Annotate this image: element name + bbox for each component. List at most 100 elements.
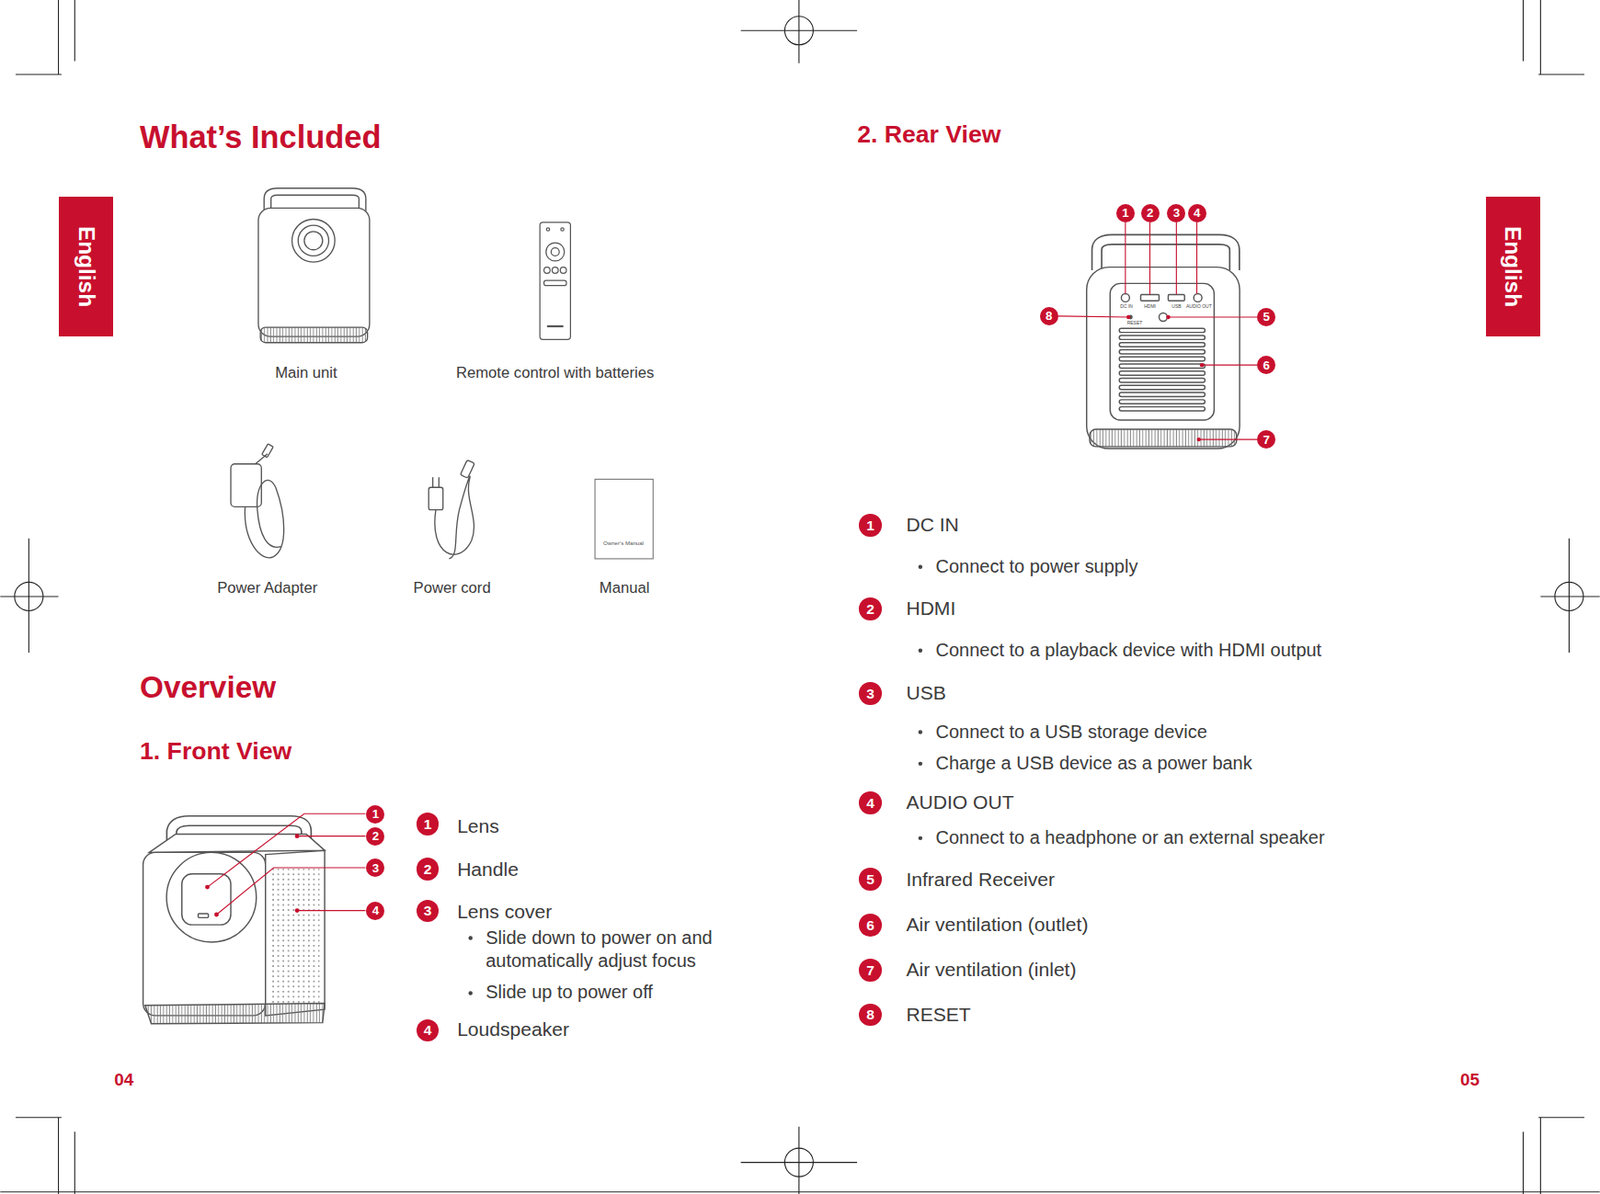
main-unit-drawing: [258, 192, 370, 343]
power-adapter-drawing-part: [262, 444, 274, 458]
crop-marks-part: [1522, 1131, 1524, 1194]
heading: 1. Front View: [139, 737, 292, 767]
rear-leader-lines-part: [1124, 222, 1126, 295]
label-text: Manual: [599, 579, 651, 598]
rear-view-drawing-part: [1089, 429, 1237, 447]
label-text: Remote control with batteries: [456, 364, 654, 383]
rear-view-drawing-part-part: [1119, 407, 1205, 412]
label-text: Loudspeaker: [457, 1017, 570, 1041]
callout-number: 3: [416, 900, 439, 923]
front-leader-lines-part: [206, 813, 366, 888]
crop-marks-part: [57, 1118, 59, 1194]
callout-number: 4: [1188, 204, 1207, 223]
rear-leader-lines-part: [1126, 315, 1204, 443]
main-unit-drawing-part: [260, 327, 367, 343]
rear-view-drawing-part: [1119, 328, 1205, 412]
callout-number: 1: [416, 812, 439, 835]
rear-view-drawing-part-part: [1119, 371, 1205, 376]
rear-view-drawing-part: [1109, 283, 1214, 421]
rear-leader-lines-part-part: [1200, 363, 1204, 367]
crop-marks-part: [1522, 0, 1524, 62]
list-bullets-part: [918, 565, 923, 570]
power-cord-drawing-part: [460, 459, 476, 479]
callout-text: 3: [866, 686, 875, 702]
callout-text: 7: [1262, 434, 1269, 446]
callout-text: 4: [372, 904, 379, 917]
callout-number: 2: [1141, 204, 1160, 223]
rear-view-drawing-part: [1158, 313, 1167, 322]
power-cord-drawing-part: [434, 476, 475, 560]
label-text: AUDIO OUT: [905, 790, 1014, 814]
rear-leader-lines-part-part: [1126, 315, 1131, 320]
callout-number: 3: [858, 682, 881, 705]
front-leader-lines-part: [205, 834, 300, 917]
front-leader-lines: [205, 813, 366, 917]
list-bullets-part: [468, 991, 472, 995]
rear-leader-lines-part-part: [1197, 437, 1201, 442]
label-text: Air ventilation (inlet): [905, 958, 1076, 982]
rear-view-drawing-part: [1193, 293, 1202, 302]
crop-marks-part: [1540, 595, 1600, 597]
front-leader-lines-part: [297, 835, 366, 837]
port-label: RESET: [1127, 320, 1143, 326]
front-view-drawing: [143, 821, 325, 1025]
callout-text: 3: [372, 862, 379, 875]
front-view-drawing-part: [182, 874, 231, 926]
callout-text: 5: [1262, 310, 1269, 323]
tab-label: English: [1501, 226, 1524, 308]
rear-leader-lines-part: [1058, 316, 1130, 318]
remote-drawing-part: [546, 228, 549, 231]
callout-text: 3: [423, 903, 433, 919]
front-view-drawing-part: [265, 850, 325, 1017]
label-text: Lens: [457, 814, 500, 838]
front-leader-lines-part-part: [295, 908, 300, 914]
port-label: HDMI: [1143, 303, 1156, 309]
callout-text: 8: [866, 1007, 875, 1023]
crop-marks-part: [798, 0, 800, 64]
remote-drawing-part: [547, 325, 564, 328]
callout-number: 7: [858, 959, 881, 982]
callout-text: 2: [423, 862, 433, 878]
rear-view-drawing-part-part: [1119, 385, 1205, 389]
crop-marks-part: [784, 1148, 813, 1178]
callout-text: 4: [1193, 206, 1200, 219]
callout-text: 3: [1173, 206, 1180, 219]
heading: What’s Included: [139, 118, 381, 157]
power-cord-drawing-part: [428, 487, 444, 510]
front-leader-lines-part-part: [295, 834, 300, 839]
label-text: Charge a USB device as a power bank: [936, 753, 1253, 776]
crop-marks-part: [57, 0, 59, 75]
manual-drawing-part: [594, 479, 653, 560]
callout-number: 2: [416, 857, 439, 880]
main-unit-drawing-part: [258, 207, 370, 337]
front-leader-lines-part-part: [214, 913, 219, 918]
label-text: RESET: [905, 1003, 971, 1027]
rear-leader-lines-part: [1176, 222, 1178, 296]
list-bullets-part: [918, 836, 923, 841]
callout-text: 1: [866, 518, 875, 534]
crop-marks-part: [0, 1191, 1600, 1193]
label-text: DC IN: [905, 513, 959, 537]
remote-drawing-part: [551, 267, 559, 275]
label-text: Connect to a headphone or an external sp…: [936, 827, 1326, 850]
heading: Overview: [139, 669, 276, 707]
crop-marks-part: [1538, 1117, 1585, 1119]
rear-view-drawing-part-part: [1119, 378, 1205, 383]
callout-text: 8: [1045, 309, 1052, 322]
callout-text: 5: [866, 872, 875, 888]
power-adapter-drawing-part: [244, 480, 284, 558]
power-cord-drawing-part: [438, 477, 440, 488]
crop-marks-part: [74, 1131, 76, 1194]
rear-leader-lines-part: [1199, 439, 1258, 441]
label-text: Slide up to power off: [485, 982, 653, 1005]
main-unit-drawing-part: [292, 219, 336, 263]
rear-view-drawing: [1086, 240, 1240, 449]
crop-marks-part: [1554, 582, 1584, 611]
heading: 04: [114, 1070, 134, 1092]
label-text: Power cord: [413, 579, 492, 598]
label-text: HDMI: [905, 596, 956, 620]
rear-view-drawing-part: [1120, 293, 1130, 302]
rear-view-drawing-part: [1167, 295, 1185, 302]
rear-leader-lines: [1058, 222, 1258, 443]
rear-view-drawing-part-part: [1119, 328, 1205, 332]
